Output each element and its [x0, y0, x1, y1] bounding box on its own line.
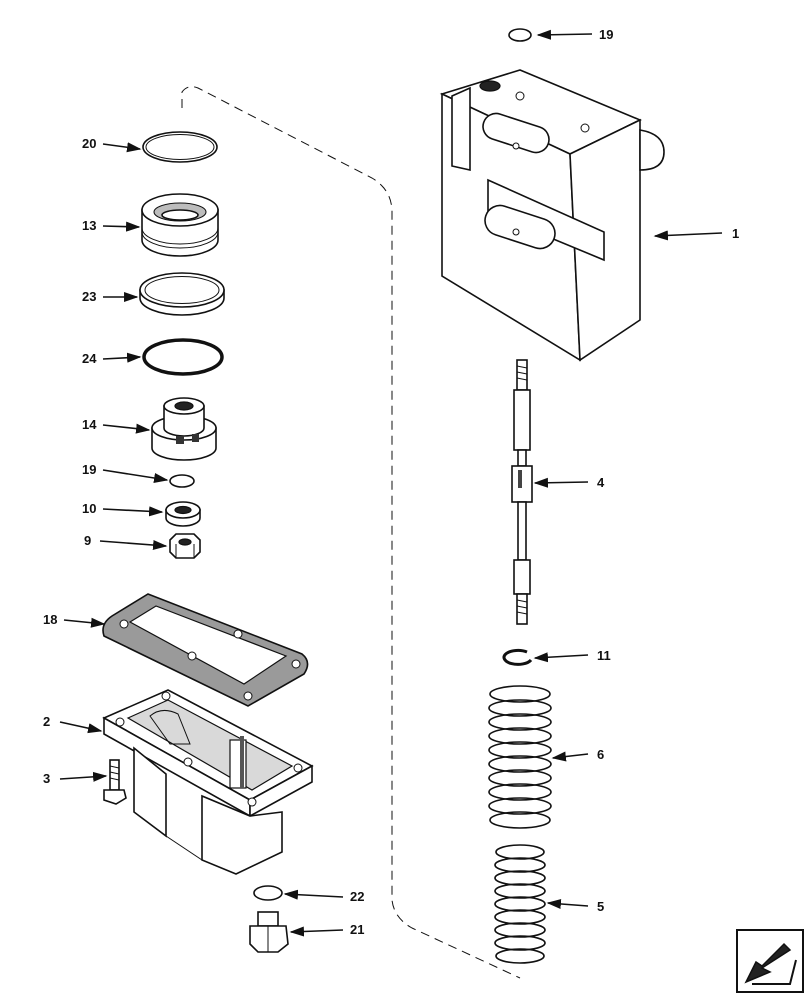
- callout-22: 22: [283, 889, 364, 904]
- gasket-18: [102, 593, 309, 707]
- callout-label: 22: [350, 889, 364, 904]
- spool-4: [511, 359, 533, 625]
- callout-label: 20: [82, 136, 96, 151]
- callout-24: 24: [82, 351, 142, 366]
- callout-21: 21: [289, 922, 364, 937]
- spring-6: [488, 685, 552, 829]
- snap-ring-11: [502, 648, 533, 666]
- callout-10: 10: [82, 501, 164, 517]
- plug-14: [151, 397, 217, 461]
- o-ring-20: [142, 131, 218, 163]
- washer-10: [165, 501, 201, 527]
- callout-2: 2: [43, 714, 103, 734]
- callout-3: 3: [43, 771, 108, 786]
- callout-6: 6: [551, 747, 604, 762]
- nut-9: [169, 533, 201, 559]
- callout-23: 23: [82, 289, 139, 304]
- callout-11: 11: [533, 648, 611, 663]
- callout-label: 10: [82, 501, 96, 516]
- callout-label: 3: [43, 771, 50, 786]
- backup-ring-23: [139, 272, 225, 316]
- callout-4: 4: [533, 475, 605, 490]
- assembly-boundary-line: [181, 86, 521, 979]
- callout-label: 18: [43, 612, 57, 627]
- callout-18: 18: [43, 612, 106, 628]
- callout-14: 14: [82, 417, 151, 434]
- callout-20: 20: [82, 136, 142, 153]
- callout-19-top: 19: [536, 27, 613, 42]
- spring-5: [494, 844, 546, 964]
- callout-label: 21: [350, 922, 364, 937]
- callout-label: 13: [82, 218, 96, 233]
- callout-label: 23: [82, 289, 96, 304]
- callout-label: 19: [82, 462, 96, 477]
- callout-label: 6: [597, 747, 604, 762]
- callout-label: 11: [597, 648, 611, 663]
- o-ring-19: [169, 474, 195, 488]
- seal-13: [141, 193, 219, 257]
- callout-label: 2: [43, 714, 50, 729]
- o-ring-22: [253, 885, 283, 901]
- housing-2: [102, 689, 314, 875]
- callout-1: 1: [653, 226, 739, 241]
- o-ring-24: [142, 338, 224, 376]
- drain-plug-21: [249, 911, 289, 953]
- callout-label: 9: [84, 533, 91, 548]
- callout-label: 1: [732, 226, 739, 241]
- callout-5: 5: [546, 898, 604, 914]
- callout-9: 9: [84, 533, 168, 551]
- callout-label: 14: [82, 417, 97, 432]
- callout-label: 19: [599, 27, 613, 42]
- callout-label: 24: [82, 351, 97, 366]
- callout-13: 13: [82, 218, 141, 233]
- callout-label: 4: [597, 475, 605, 490]
- bolt-3: [103, 759, 127, 805]
- callout-label: 5: [597, 899, 604, 914]
- callout-19: 19: [82, 462, 169, 483]
- o-ring-19-top: [508, 28, 532, 42]
- valve-body-1: [439, 69, 665, 362]
- arrow-down-left-icon[interactable]: [736, 929, 804, 993]
